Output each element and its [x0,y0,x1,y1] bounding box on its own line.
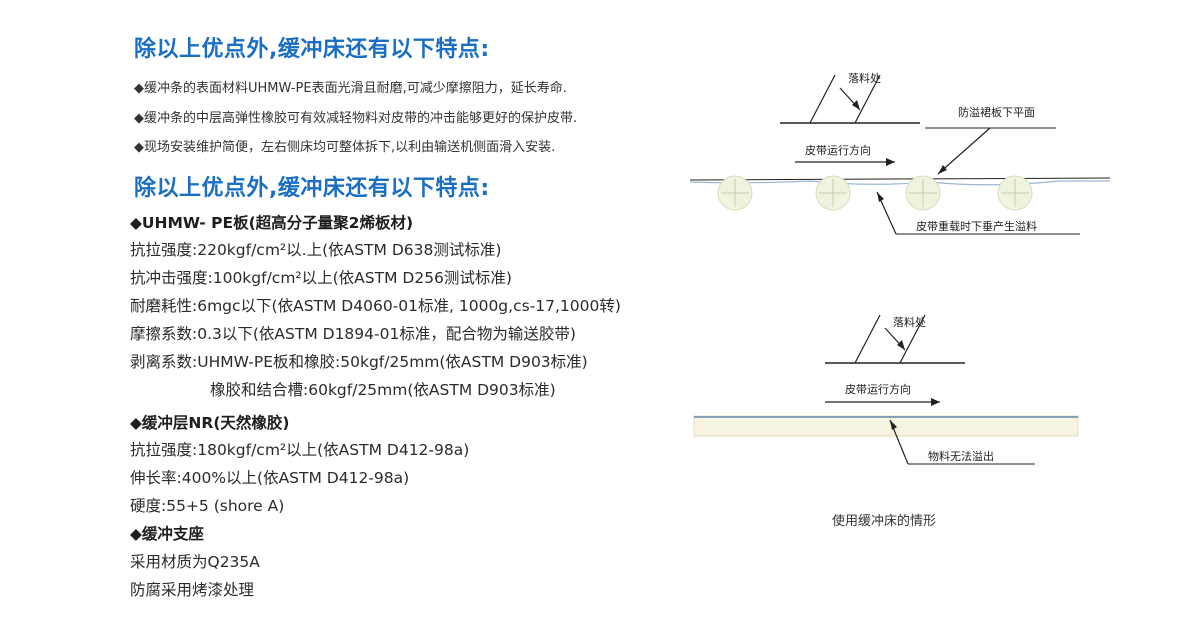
support-title: ◆缓冲支座 [130,525,204,543]
pe-board-title: ◆UHMW- PE板(超高分子量聚2烯板材) [130,214,414,232]
heading-features-2: 除以上优点外,缓冲床还有以下特点: [134,176,490,201]
feature-bullet-3: ◆现场安装维护简便，左右侧床均可整体拆下,以利由输送机侧面滑入安装. [134,140,556,155]
label-drop-bottom: 落料处 [893,315,926,329]
pe-spec-line: 耐磨耗性:6mgc以下(依ASTM D4060-01标准, 1000g,cs-1… [130,297,621,315]
nr-spec-line: 伸长率:400%以上(依ASTM D412-98a) [130,469,410,487]
feature-bullet-1: ◆缓冲条的表面材料UHMW-PE表面光滑且耐磨,可减少摩擦阻力，延长寿命. [134,81,567,96]
pe-spec-line: 橡胶和结合槽:60kgf/25mm(依ASTM D903标准) [210,381,556,399]
label-direction-top: 皮带运行方向 [805,143,871,157]
label-drop-top: 落料处 [848,71,881,85]
nr-layer-title: ◆缓冲层NR(天然橡胶) [130,414,290,432]
label-skirt: 防溢裙板下平面 [958,105,1035,119]
support-spec-line: 防腐采用烤漆处理 [130,581,255,599]
label-nospill: 物料无法溢出 [928,449,994,463]
diagram-caption: 使用缓冲床的情形 [832,514,937,529]
nr-spec-line: 硬度:55+5 (shore A) [130,497,285,515]
pe-spec-line: 剥离系数:UHMW-PE板和橡胶:50kgf/25mm(依ASTM D903标准… [130,353,588,371]
pe-spec-line: 抗拉强度:220kgf/cm²以.上(依ASTM D638测试标准) [130,241,502,259]
support-spec-line: 采用材质为Q235A [130,553,260,571]
nr-spec-line: 抗拉强度:180kgf/cm²以上(依ASTM D412-98a) [130,441,470,459]
label-spill: 皮带重载时下垂产生溢料 [916,219,1037,233]
diagram-bottom: 落料处 皮带运行方向 物料无法溢出 [693,314,1079,465]
diagram-top: 落料处 皮带运行方向 防溢裙板下平面 皮带重载时下垂产生溢料 [690,71,1110,235]
heading-features-1: 除以上优点外,缓冲床还有以下特点: [134,37,490,62]
pe-spec-line: 抗冲击强度:100kgf/cm²以上(依ASTM D256测试标准) [130,269,512,287]
pe-spec-line: 摩擦系数:0.3以下(依ASTM D1894-01标准，配合物为输送胶带) [130,325,576,343]
buffer-bed-diagram: 落料处 皮带运行方向 防溢裙板下平面 皮带重载时下垂产生溢料 [690,71,1110,465]
feature-bullet-2: ◆缓冲条的中层高弹性橡胶可有效减轻物料对皮带的冲击能够更好的保护皮带. [134,111,578,126]
label-direction-bottom: 皮带运行方向 [845,382,911,396]
